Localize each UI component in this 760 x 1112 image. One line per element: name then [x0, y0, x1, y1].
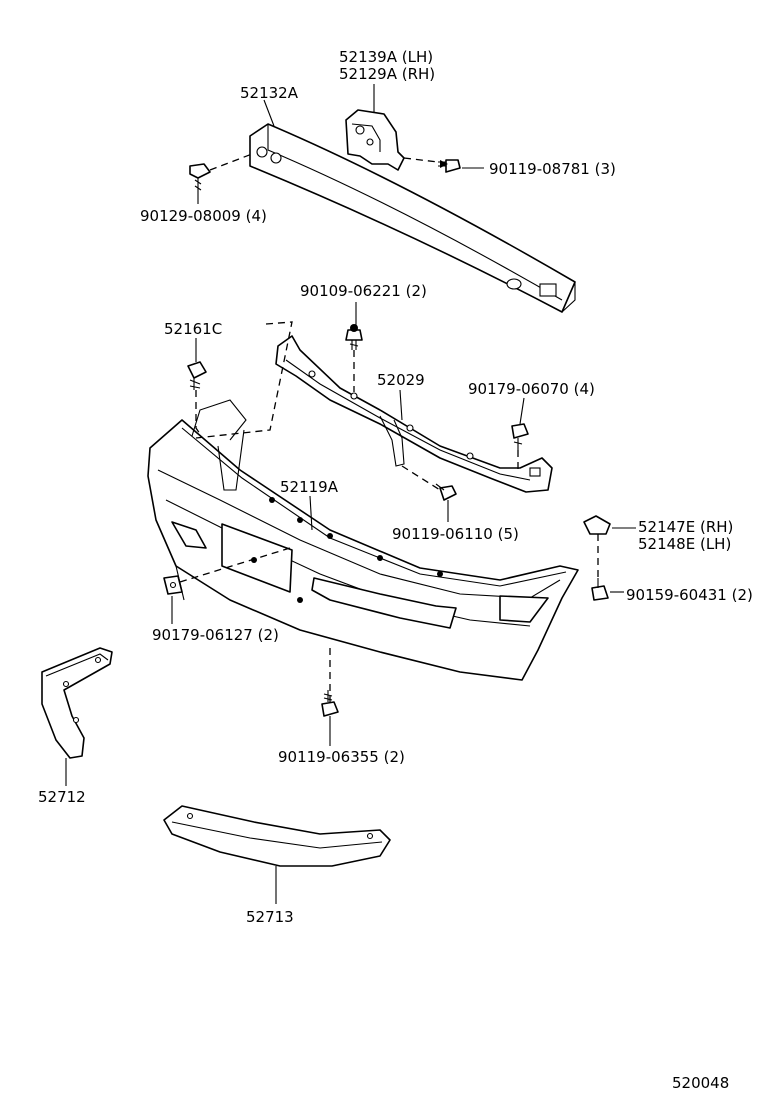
label-52119a: 52119A	[280, 478, 339, 496]
bumper-cover	[147, 399, 579, 681]
label-52139a: 52139A (LH)	[339, 48, 433, 66]
nut-06127	[163, 575, 183, 595]
moulding-52713	[163, 805, 391, 867]
leader-lines	[65, 84, 636, 904]
spacer-part	[583, 515, 611, 535]
bolt-06110	[435, 483, 457, 501]
label-90129-08009: 90129-08009 (4)	[140, 207, 267, 225]
part-labels: 52139A (LH) 52129A (RH) 52132A 90119-087…	[38, 48, 753, 1092]
label-52029: 52029	[377, 371, 425, 389]
bolt-08009	[189, 163, 211, 192]
bracket-part	[345, 109, 405, 171]
bolt-06355	[321, 690, 339, 717]
reinforcement-part	[249, 123, 576, 313]
label-52148e: 52148E (LH)	[638, 535, 731, 553]
moulding-52712	[41, 647, 113, 759]
label-90109-06221: 90109-06221 (2)	[300, 282, 427, 300]
retainer-52161c	[187, 361, 207, 390]
assembly-lines	[179, 153, 599, 702]
label-52161c: 52161C	[164, 320, 222, 338]
diagram-id: 520048	[672, 1074, 729, 1092]
label-90159-60431: 90159-60431 (2)	[626, 586, 753, 604]
label-90179-06070: 90179-06070 (4)	[468, 380, 595, 398]
label-52129a: 52129A (RH)	[339, 65, 435, 83]
label-52132a: 52132A	[240, 84, 299, 102]
label-52712: 52712	[38, 788, 86, 806]
label-90119-06110: 90119-06110 (5)	[392, 525, 519, 543]
label-90119-08781: 90119-08781 (3)	[489, 160, 616, 178]
screw-60431	[591, 578, 609, 601]
label-52147e: 52147E (RH)	[638, 518, 733, 536]
label-90119-06355: 90119-06355 (2)	[278, 748, 405, 766]
label-52713: 52713	[246, 908, 294, 926]
label-90179-06127: 90179-06127 (2)	[152, 626, 279, 644]
support-52029	[275, 335, 553, 493]
clip-06070	[511, 423, 529, 450]
bolt-08781	[438, 159, 461, 173]
screw-06221	[345, 324, 363, 350]
